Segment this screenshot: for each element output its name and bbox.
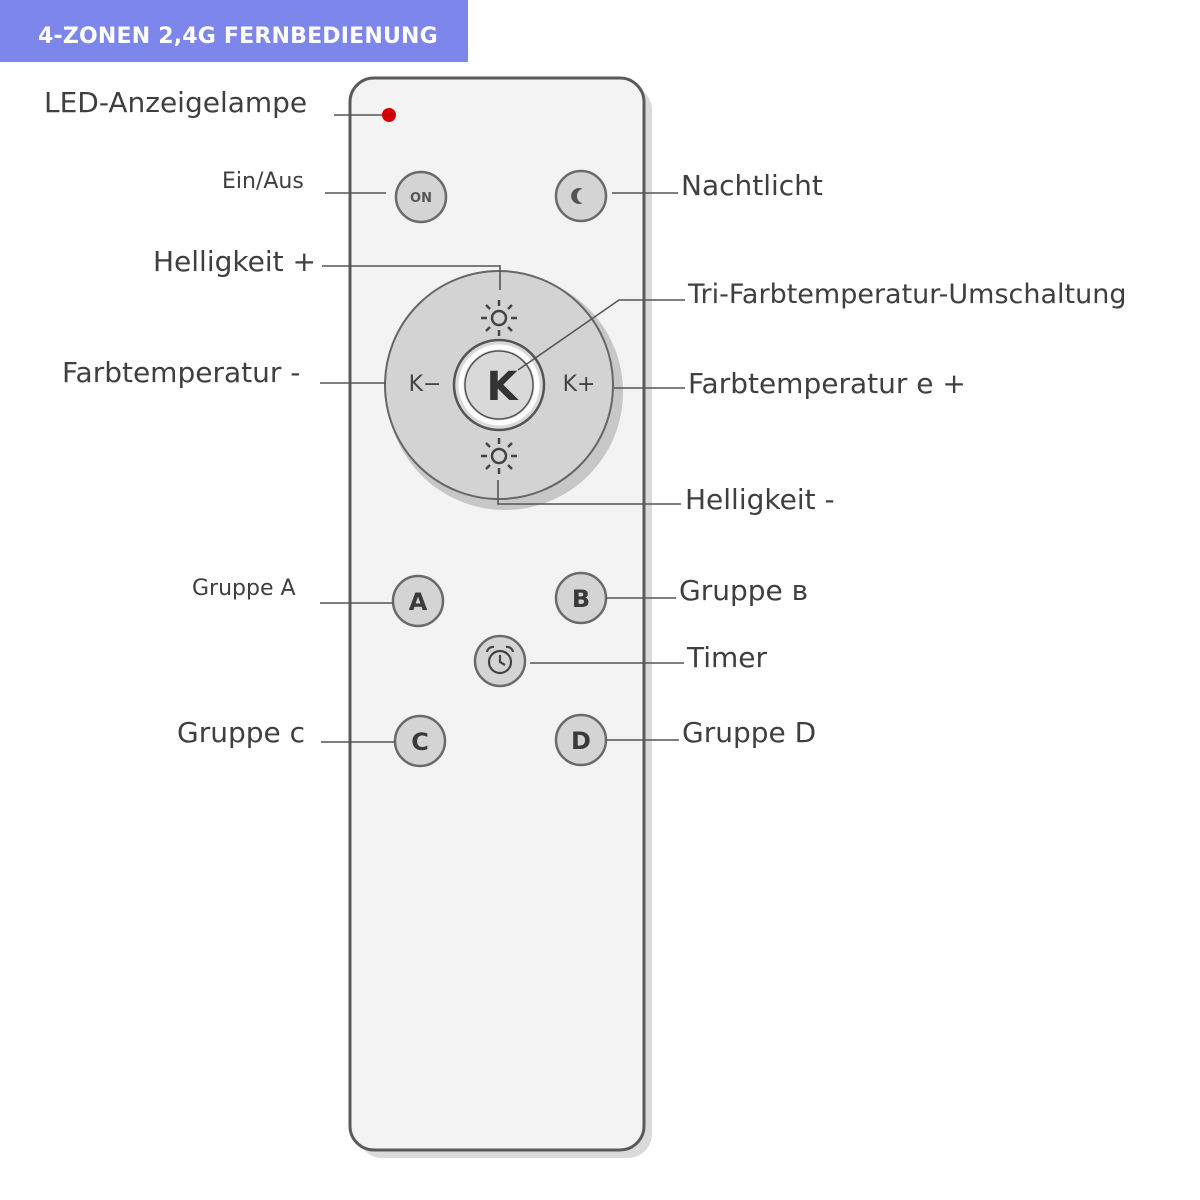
group-c-label: C xyxy=(411,728,429,756)
color-temp-plus-label: Farbtemperatur e + xyxy=(688,367,966,400)
group-b-button[interactable]: B xyxy=(554,571,608,625)
group-c-button[interactable]: C xyxy=(393,714,447,768)
timer-button[interactable] xyxy=(473,634,527,688)
alarm-clock-icon xyxy=(485,645,515,675)
tri-color-button[interactable]: K xyxy=(452,338,546,432)
brightness-down-button[interactable] xyxy=(481,438,517,474)
tri-color-label: K xyxy=(487,364,520,410)
group-d-label: D xyxy=(571,727,591,755)
group-b-callout: Gruppe в xyxy=(679,574,809,607)
title-banner: 4-ZONEN 2,4G FERNBEDIENUNG xyxy=(0,0,468,62)
brightness-up-button[interactable] xyxy=(481,300,517,336)
leader-lines xyxy=(320,114,685,743)
night-light-label: Nachtlicht xyxy=(681,169,823,202)
power-label: Ein/Aus xyxy=(222,169,304,194)
group-a-button[interactable]: A xyxy=(391,574,445,628)
moon-icon xyxy=(571,188,583,204)
led-indicator-label: LED-Anzeigelampe xyxy=(44,86,308,119)
timer-callout: Timer xyxy=(687,641,768,674)
power-button[interactable]: ON xyxy=(394,170,448,224)
k-plus-button[interactable]: K+ xyxy=(563,372,596,397)
sun-icon xyxy=(481,300,517,336)
brightness-up-label: Helligkeit + xyxy=(153,245,316,278)
k-minus-button[interactable]: K− xyxy=(409,372,442,397)
group-d-callout: Gruppe D xyxy=(682,716,817,749)
group-b-label: B xyxy=(572,585,590,613)
power-button-label: ON xyxy=(410,191,432,206)
sun-icon xyxy=(481,438,517,474)
color-temp-minus-label: Farbtemperatur - xyxy=(62,356,301,389)
leader-brightness-down xyxy=(497,480,681,505)
led-indicator xyxy=(382,108,396,122)
banner-title: 4-ZONEN 2,4G FERNBEDIENUNG xyxy=(38,24,438,49)
group-a-label: A xyxy=(409,588,428,616)
group-a-callout: Gruppe A xyxy=(192,576,296,601)
brightness-down-label: Helligkeit - xyxy=(685,483,835,516)
tri-color-switch-label: Tri-Farbtemperatur-Umschaltung xyxy=(688,279,1127,310)
group-d-button[interactable]: D xyxy=(554,713,608,767)
leader-brightness-up xyxy=(322,265,501,290)
night-light-button[interactable] xyxy=(554,169,608,223)
leader-tri-color xyxy=(517,299,685,371)
group-c-callout: Gruppe c xyxy=(177,716,306,749)
